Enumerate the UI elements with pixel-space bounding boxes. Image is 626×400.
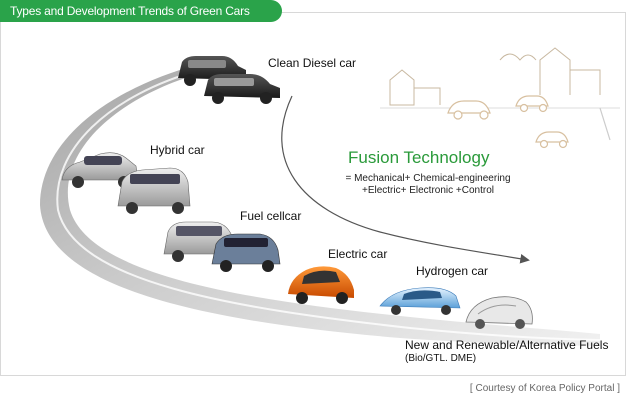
label-fuel-cell: Fuel cellcar bbox=[240, 209, 302, 223]
road-lane-line bbox=[56, 69, 601, 341]
label-hybrid: Hybrid car bbox=[150, 143, 205, 157]
alternative-fuel-car-icon bbox=[465, 296, 533, 329]
fusion-line-1: = Mechanical+ Chemical-engineering bbox=[345, 173, 511, 184]
fuel-cell-car-icon bbox=[163, 221, 281, 272]
label-alternative-fuels: New and Renewable/Alternative Fuels bbox=[405, 338, 609, 352]
fusion-arrow bbox=[281, 95, 530, 264]
fusion-line-2: +Electric+ Electronic +Control bbox=[361, 185, 494, 196]
cartoon-car-icon bbox=[447, 95, 611, 149]
diagram-title: Types and Development Trends of Green Ca… bbox=[0, 0, 282, 22]
hybrid-car-icon bbox=[61, 152, 191, 214]
town-sketch bbox=[380, 47, 620, 109]
label-clean-diesel: Clean Diesel car bbox=[268, 56, 357, 70]
fusion-technology-title: Fusion Technology bbox=[348, 148, 490, 167]
clean-diesel-car-icon bbox=[178, 56, 280, 104]
label-electric: Electric car bbox=[328, 247, 388, 261]
electric-car-icon bbox=[288, 266, 354, 304]
fusion-technology-formula: = Mechanical+ Chemical-engineering +Elec… bbox=[328, 173, 528, 197]
label-hydrogen: Hydrogen car bbox=[416, 264, 489, 278]
image-credit: [ Courtesy of Korea Policy Portal ] bbox=[469, 383, 620, 394]
label-alternative-fuels-sub: (Bio/GTL. DME) bbox=[405, 353, 477, 364]
hydrogen-car-icon bbox=[379, 287, 461, 315]
